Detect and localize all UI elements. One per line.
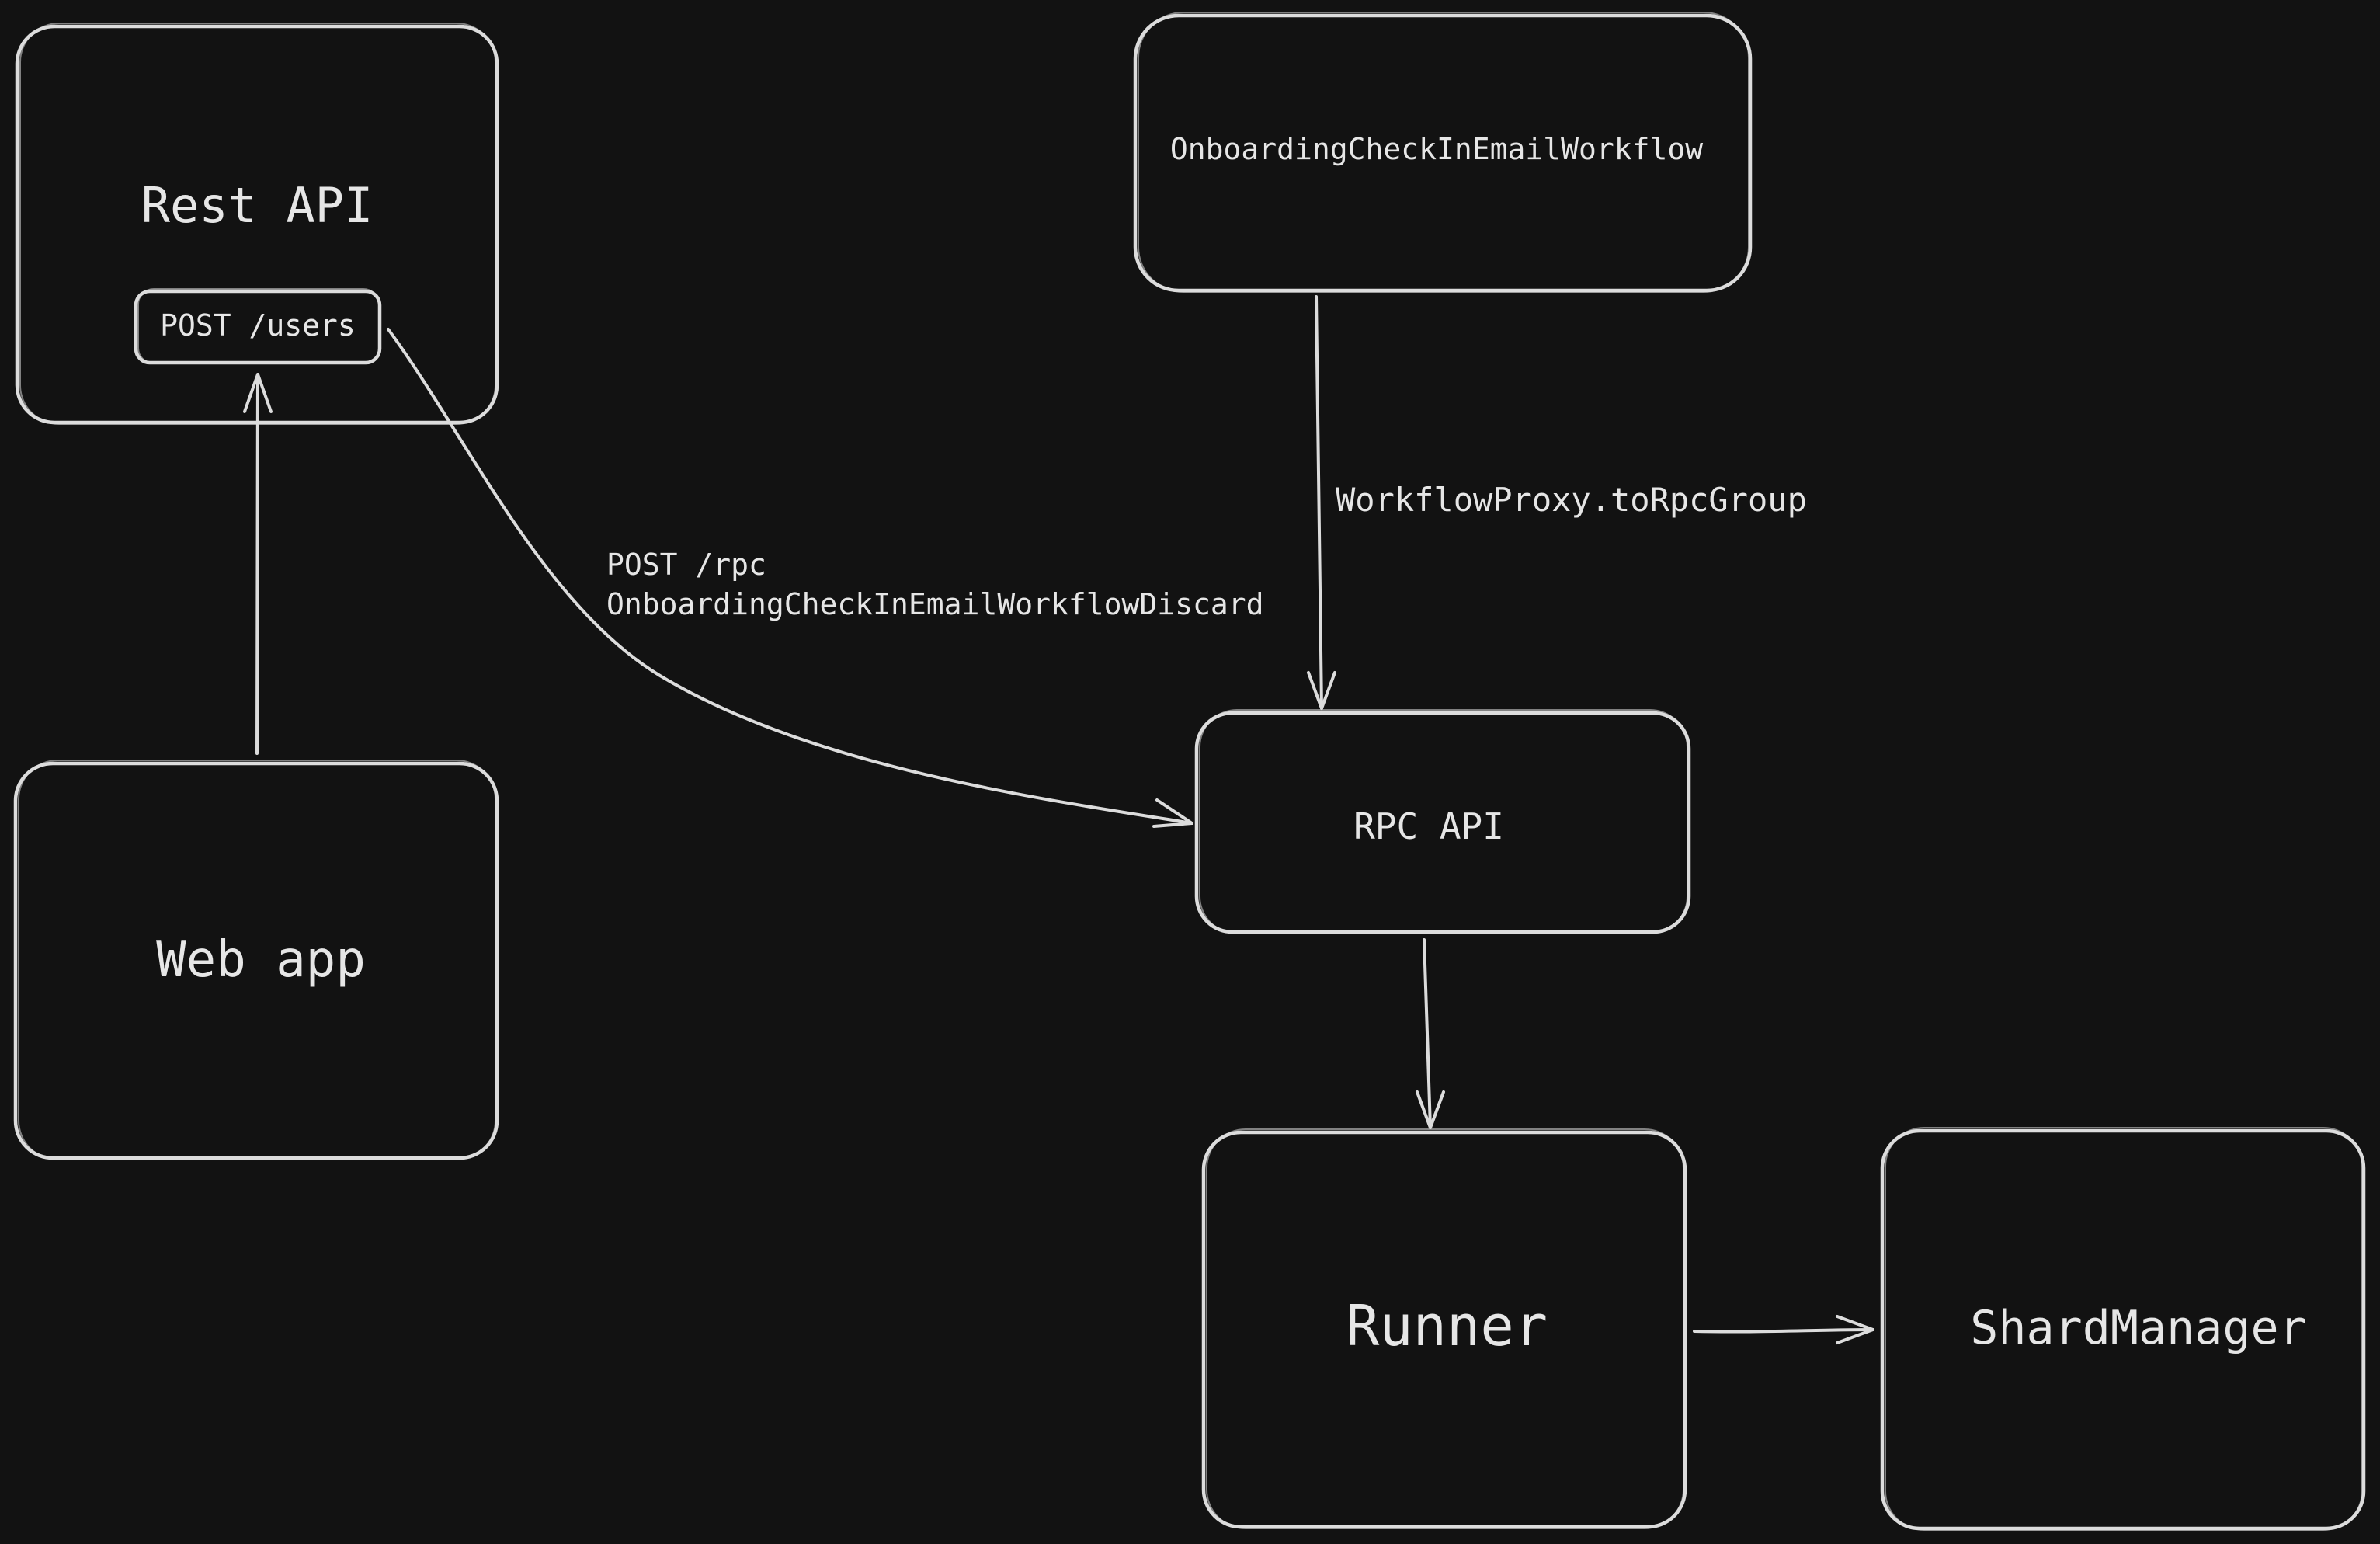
edge-rpc-to-runner — [1416, 938, 1445, 1129]
shard-manager-node[interactable]: ShardManager — [1880, 1127, 2366, 1531]
workflow-node[interactable]: OnboardingCheckInEmailWorkflow — [1133, 12, 1753, 293]
edge-workflow-to-rpc: WorkflowProxy.toRpcGroup — [1307, 295, 1807, 710]
workflow-label: OnboardingCheckInEmailWorkflow — [1170, 132, 1703, 166]
edge-label-post-rpc: POST /rpc — [606, 548, 766, 582]
rpc-api-node[interactable]: RPC API — [1194, 709, 1691, 934]
web-app-label: Web app — [156, 931, 366, 989]
shard-manager-label: ShardManager — [1970, 1301, 2306, 1355]
post-users-label: POST /users — [160, 308, 356, 343]
post-users-node[interactable]: POST /users — [134, 288, 382, 365]
rpc-api-label: RPC API — [1353, 805, 1504, 847]
runner-label: Runner — [1346, 1293, 1548, 1358]
edge-label-discard: OnboardingCheckInEmailWorkflowDiscard — [606, 587, 1263, 621]
web-app-node[interactable]: Web app — [13, 760, 499, 1160]
edge-web-to-post-users — [243, 373, 273, 755]
runner-node[interactable]: Runner — [1201, 1128, 1687, 1529]
rest-api-label: Rest API — [141, 177, 374, 234]
edge-label-workflow-proxy: WorkflowProxy.toRpcGroup — [1336, 481, 1807, 519]
edge-post-users-to-rpc: POST /rpc OnboardingCheckInEmailWorkflow… — [387, 328, 1263, 828]
edge-runner-to-shard — [1693, 1315, 1874, 1344]
